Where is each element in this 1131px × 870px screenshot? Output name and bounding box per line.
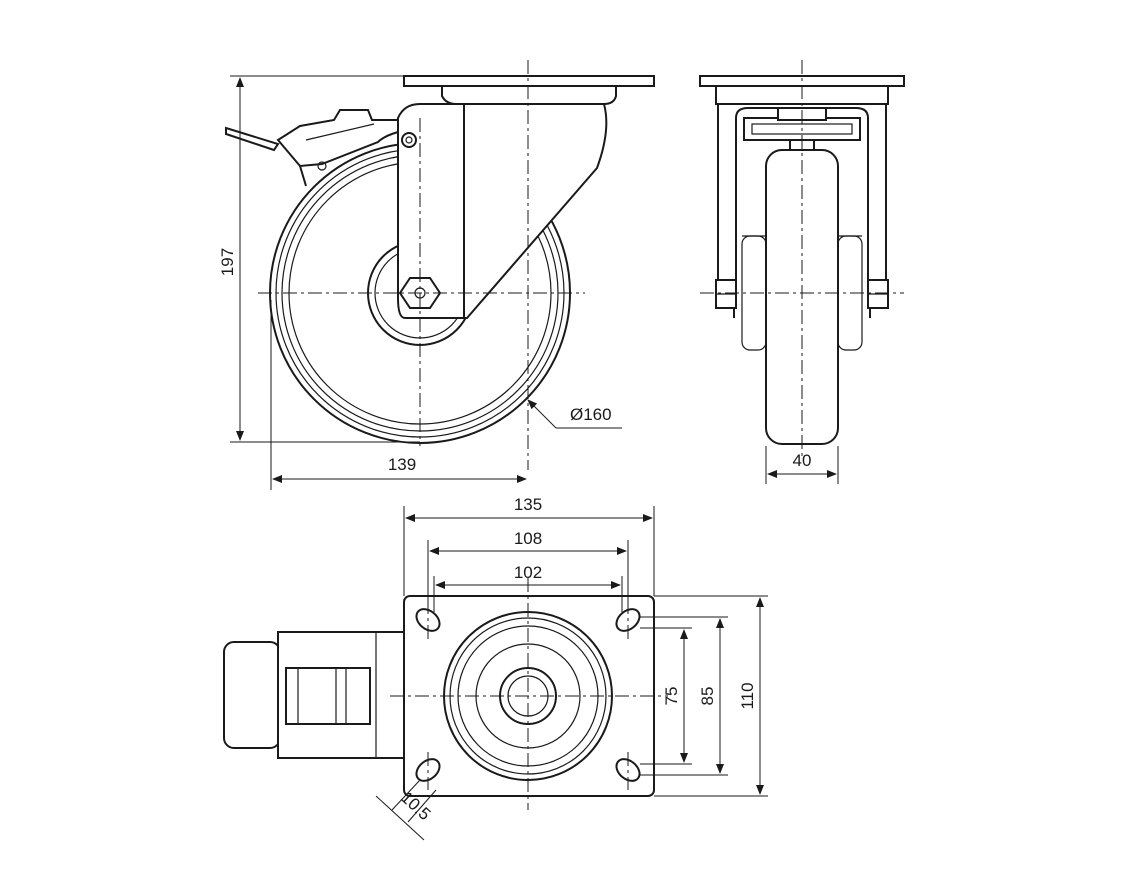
hole-spacing-short-outer-label: 85	[698, 687, 717, 706]
plate-width-label: 110	[738, 682, 757, 709]
hole-spacing-inner-label: 102	[514, 563, 542, 582]
front-view-dimensions: 40	[765, 446, 839, 484]
top-view	[223, 578, 668, 810]
swivel-radius-label: 139	[388, 455, 416, 474]
side-view	[225, 60, 655, 470]
hole-spacing-outer-label: 108	[514, 529, 542, 548]
wheel-diameter-label: Ø160	[570, 405, 612, 424]
side-view-dimensions: 197 139 Ø160	[218, 75, 622, 490]
hole-spacing-short-inner-label: 75	[662, 687, 681, 706]
front-view	[699, 60, 905, 456]
wheel-width-label: 40	[793, 451, 812, 470]
height-dimension-label: 197	[218, 248, 237, 276]
plate-length-label: 135	[514, 495, 542, 514]
